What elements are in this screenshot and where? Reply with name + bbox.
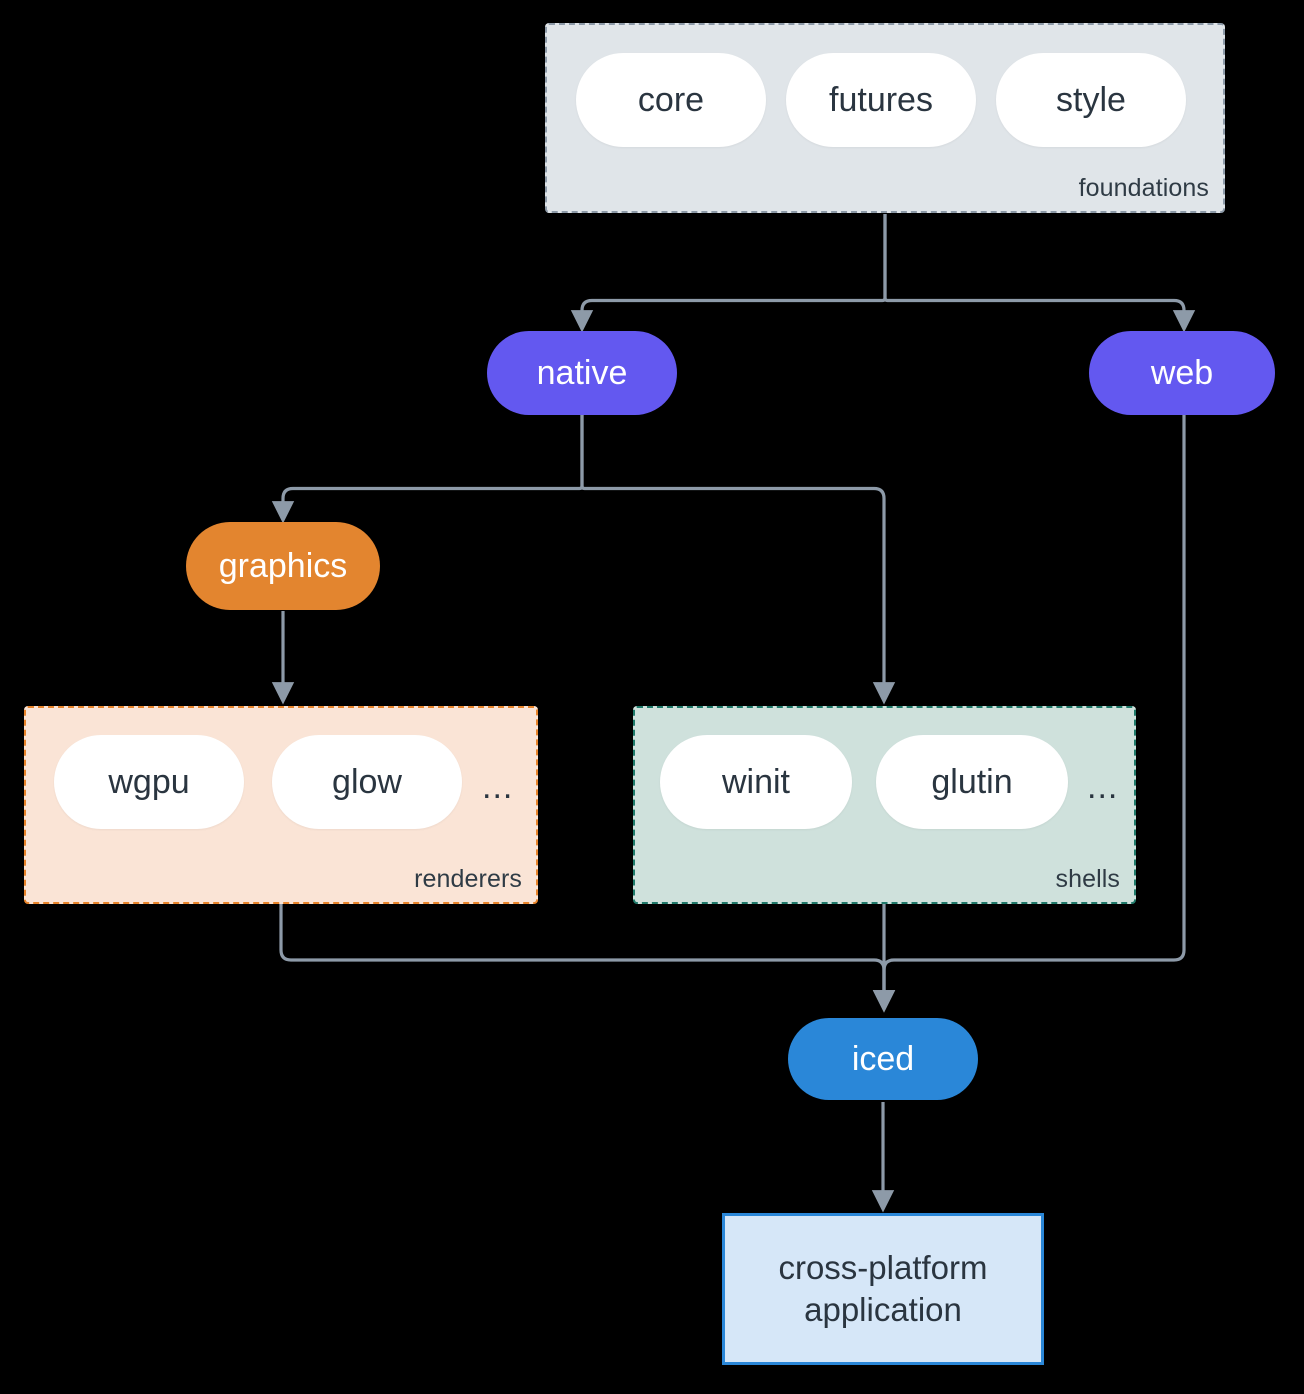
node-web-label: web — [1150, 353, 1214, 392]
node-core[interactable]: core — [576, 53, 766, 147]
node-futures[interactable]: futures — [786, 53, 976, 147]
cluster-renderers: wgpu glow ... renderers — [24, 706, 538, 904]
node-graphics[interactable]: graphics — [186, 522, 380, 610]
cluster-foundations-label: foundations — [1078, 174, 1209, 202]
shells-more-ellipsis: ... — [1087, 768, 1119, 806]
application-label-line2: application — [804, 1291, 962, 1328]
node-glow[interactable]: glow — [272, 735, 462, 829]
edge-native-graphics — [271, 414, 584, 524]
node-iced-label: iced — [851, 1039, 915, 1078]
application-label-line1: cross-platform — [778, 1248, 988, 1286]
node-cross-platform-application[interactable]: cross-platform application — [722, 1213, 1044, 1365]
cluster-shells: winit glutin ... shells — [633, 706, 1136, 904]
node-iced[interactable]: iced — [788, 1018, 978, 1100]
node-glutin[interactable]: glutin — [876, 735, 1068, 829]
node-futures-label: futures — [829, 80, 933, 119]
edge-foundations-native — [570, 214, 887, 333]
node-style[interactable]: style — [996, 53, 1186, 147]
edge-renderers-iced — [279, 904, 896, 1013]
node-web[interactable]: web — [1089, 331, 1275, 415]
node-glutin-label: glutin — [931, 762, 1013, 801]
node-wgpu-label: wgpu — [108, 762, 190, 801]
node-native[interactable]: native — [487, 331, 677, 415]
cluster-foundations: core futures style foundations — [545, 23, 1225, 213]
renderers-more-ellipsis: ... — [482, 768, 514, 806]
node-graphics-label: graphics — [218, 546, 348, 585]
node-glow-label: glow — [332, 762, 402, 801]
cluster-renderers-label: renderers — [414, 865, 522, 893]
node-style-label: style — [1056, 80, 1126, 119]
node-winit-label: winit — [721, 762, 791, 801]
cluster-shells-label: shells — [1055, 865, 1120, 893]
node-winit[interactable]: winit — [660, 735, 852, 829]
node-native-label: native — [536, 353, 628, 392]
node-wgpu[interactable]: wgpu — [54, 735, 244, 829]
edge-foundations-web — [883, 214, 1196, 333]
edge-native-shells — [580, 414, 896, 705]
node-core-label: core — [637, 80, 705, 119]
